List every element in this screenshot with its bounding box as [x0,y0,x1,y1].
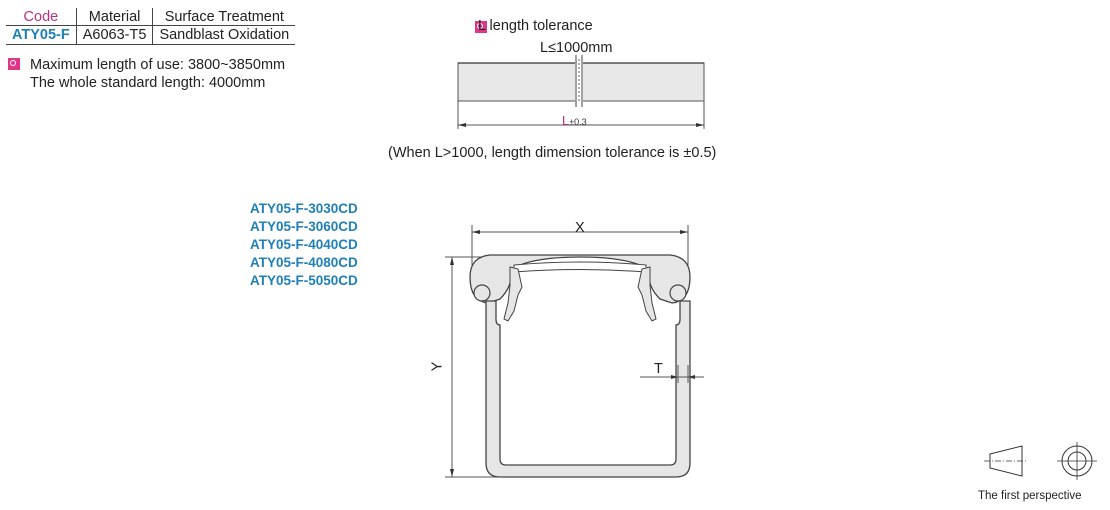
x-label: X [575,220,585,236]
tolerance-note: (When L>1000, length dimension tolerance… [388,145,717,161]
projection-label: The first perspective [978,490,1082,502]
max-length-text: Maximum length of use: 3800~3850mm [30,57,286,73]
code-header: Code [6,8,77,26]
model-code: ATY05-F-4040CD [250,237,358,252]
profile-cross-section [445,225,704,478]
model-list: ATY05-F-3030CD ATY05-F-3060CD ATY05-F-40… [250,200,358,290]
surface-value: Sandblast Oxidation [152,25,296,45]
spec-table: Code Material Surface Treatment ATY05-F … [6,8,296,45]
tolerance-limit: L≤1000mm [540,40,613,56]
model-code: ATY05-F-3060CD [250,219,358,234]
y-label: Y [429,361,446,372]
bullet-icon [475,21,488,33]
length-tolerance-diagram [457,55,705,129]
surface-header: Surface Treatment [152,8,296,26]
bullet-icon [8,58,20,70]
code-value: ATY05-F [6,25,77,45]
model-code: ATY05-F-3030CD [250,201,358,216]
standard-length-text: The whole standard length: 4000mm [30,75,266,91]
t-label: T [654,361,663,377]
tolerance-title: L length tolerance [478,18,593,34]
dimension-letter: L [562,113,570,128]
dimension-tolerance: ±0.3 [569,117,587,127]
material-header: Material [76,8,154,26]
projection-symbol-icon [984,442,1097,480]
dimension-label: L±0.3 [562,113,587,128]
model-code: ATY05-F-4080CD [250,255,358,270]
material-value: A6063-T5 [76,25,154,45]
model-code: ATY05-F-5050CD [250,273,358,288]
